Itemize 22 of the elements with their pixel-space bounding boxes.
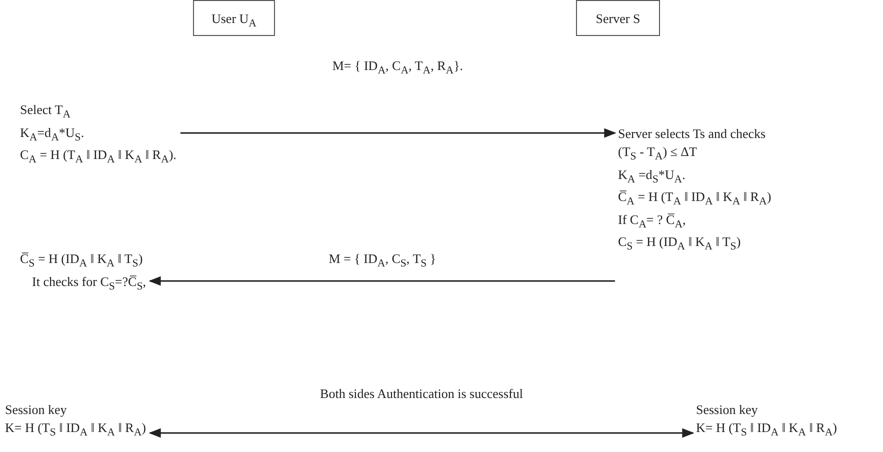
formula-text: K$_{A}$=d$_{A}$*U$_{S}$. [20, 124, 84, 146]
formula-text: Select T$_{A}$ [20, 101, 71, 123]
formula-text: K= H (T$_{S}$ ‖ ID$_{A}$ ‖ K$_{A}$ ‖ R$_{A}$) [5, 419, 146, 441]
message-arrow [148, 276, 615, 286]
participant-box [193, 0, 275, 36]
formula-text: K= H (T$_{S}$ ‖ ID$_{A}$ ‖ K$_{A}$ ‖ R$_{A}$) [696, 419, 837, 441]
message-arrow [148, 428, 694, 438]
formula-text: C$_{S}$ = H (ID$_{A}$ ‖ K$_{A}$ ‖ T$_{S}$) [618, 233, 741, 255]
heading-text: Session key [5, 401, 67, 419]
formula-text: C̅$_{S}$ = H (ID$_{A}$ ‖ K$_{A}$ ‖ T$_{S}$) [20, 250, 143, 272]
participant-name: User U$_{A}$ [211, 10, 256, 32]
formula-text: Server selects Ts and checks [618, 125, 766, 143]
formula-text: K$_{A}$ =d$_{S}$*U$_{A}$. [618, 166, 686, 188]
formula-text: C̅$_{A}$ = H (T$_{A}$ ‖ ID$_{A}$ ‖ K$_{A}$ ‖ R$_{A}$) [618, 188, 772, 210]
participant-box [576, 0, 660, 36]
message-arrow [180, 128, 616, 138]
formula-text: C$_{A}$ = H (T$_{A}$ ‖ ID$_{A}$ ‖ K$_{A}$ ‖ R$_{A}$). [20, 146, 176, 168]
formula-text: If C$_{A}$= ? C̅$_{A}$, [618, 210, 686, 232]
formula-text: (T$_{S}$ - T$_{A}$) ≤ ΔT [618, 143, 697, 165]
heading-text: Session key [696, 401, 758, 419]
participant-name: Server S [596, 10, 640, 28]
formula-text: It checks for C$_{S}$=?C̅$_{S}$, [32, 272, 146, 294]
